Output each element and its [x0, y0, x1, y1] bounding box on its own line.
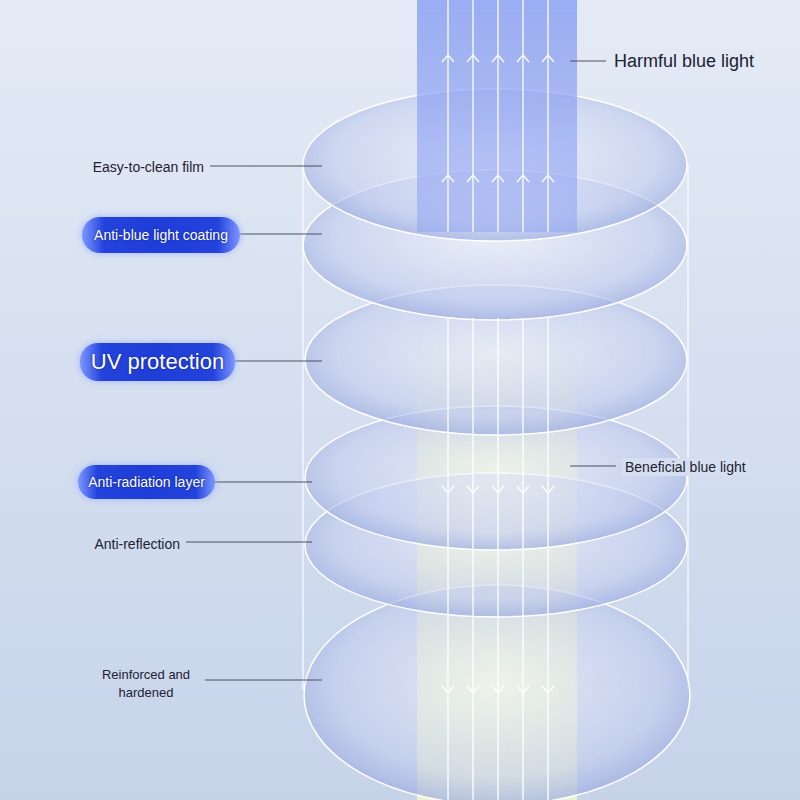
- layer-name: UV protection: [91, 349, 224, 375]
- leader-lines: [186, 61, 616, 680]
- blue-pill-label: Anti-radiation layer: [78, 465, 215, 499]
- harmful-light-beam: [417, 0, 577, 232]
- light-rays: [442, 0, 554, 800]
- blue-pill-label: Anti-blue light coating: [82, 217, 240, 253]
- layer-name: Anti-blue light coating: [94, 227, 228, 243]
- callout-label: Beneficial blue light: [622, 458, 749, 477]
- callout-label: Reinforced and hardened: [100, 666, 192, 701]
- blue-pill-label: UV protection: [80, 343, 235, 381]
- callout-label: Anti-reflection: [94, 535, 180, 554]
- layer-name: Anti-radiation layer: [88, 474, 205, 490]
- callout-label: Easy-to-clean film: [93, 158, 204, 177]
- callout-label: Harmful blue light: [614, 49, 754, 73]
